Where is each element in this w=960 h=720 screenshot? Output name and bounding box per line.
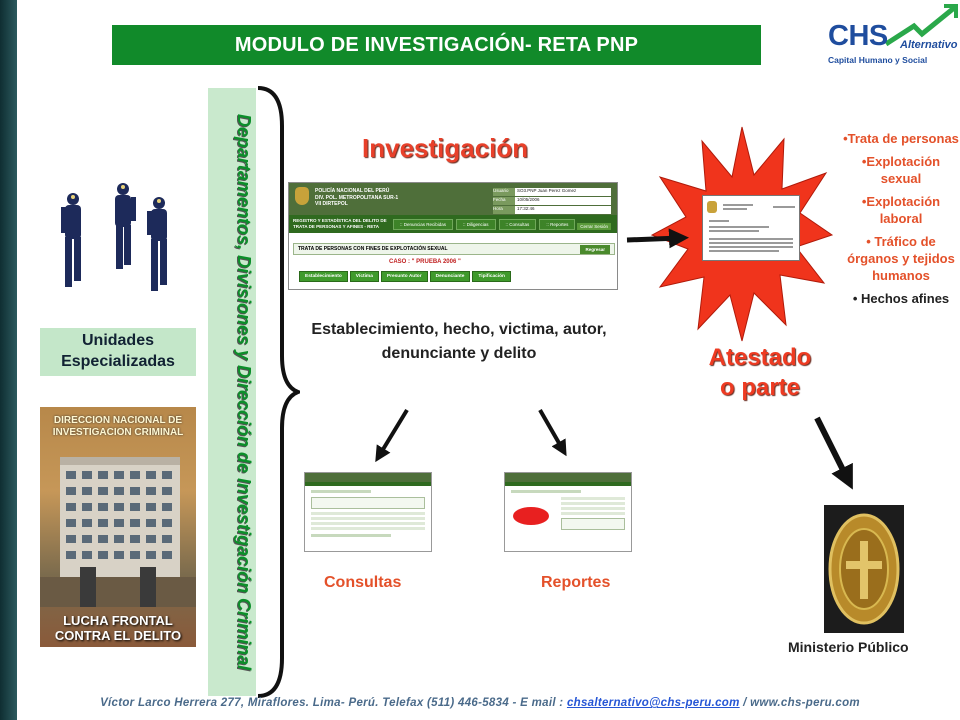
logout-link: Cerrar Sesión (577, 223, 611, 230)
footer-address: Víctor Larco Herrera 277, Miraflores. Li… (100, 697, 567, 709)
arrow-to-reportes-icon (538, 409, 567, 457)
crime-item: •Explotación laboral (861, 194, 941, 226)
reportes-label: Reportes (541, 574, 611, 591)
logo-tag: Alternativo (900, 39, 958, 51)
atestado-line: o parte (719, 374, 800, 401)
screenshot-section-title: TRATA DE PERSONAS CON FINES DE EXPLOTACI… (293, 243, 615, 255)
screenshot-header: POLICÍA NACIONAL DEL PERÚ DIV. POL. METR… (289, 183, 617, 215)
session-label: Usuario (493, 188, 515, 196)
org-line: POLICÍA NACIONAL DEL PERÚ (315, 188, 390, 194)
investigacion-title: Investigación (362, 133, 529, 163)
arrow-to-consultas-icon (375, 408, 409, 463)
case-tabs: Establecimiento Víctima Presunto Autor D… (299, 271, 513, 282)
logo-swoosh-icon (884, 4, 958, 47)
police-officers-illustration (61, 183, 167, 291)
poster-title: DIRECCION NACIONAL DE INVESTIGACION CRIM… (52, 415, 184, 438)
crime-item: •Explotación sexual (861, 154, 941, 186)
footer-contact: Víctor Larco Herrera 277, Miraflores. Li… (0, 697, 960, 709)
screenshot-nav-title: REGISTRO Y ESTADÍSTICA DEL DELITO DE TRA… (293, 218, 387, 229)
section-title-text: TRATA DE PERSONAS CON FINES DE EXPLOTACI… (298, 246, 448, 252)
investigacion-description: Establecimiento, hecho, victima, autor, … (311, 321, 607, 362)
nav-tab: :: Consultas (498, 219, 537, 230)
case-tab: Víctima (349, 271, 379, 282)
logo-name: CHS (828, 20, 888, 52)
crime-item: • Hechos afines (852, 291, 950, 306)
ministerio-publico-label: Ministerio Público (788, 639, 909, 655)
arrow-to-ministerio-icon (814, 416, 853, 490)
dirincri-building-poster: DIRECCION NACIONAL DE INVESTIGACION CRIM… (40, 407, 196, 647)
case-tab: Establecimiento (299, 271, 348, 282)
nav-tab: :: Denuncias Recibidas (393, 219, 454, 230)
case-tab: Presunto Autor (380, 271, 428, 282)
logo-subtitle: Capital Humano y Social (828, 55, 928, 65)
screenshot-org: POLICÍA NACIONAL DEL PERÚ DIV. POL. METR… (315, 188, 398, 208)
reta-system-screenshot: POLICÍA NACIONAL DEL PERÚ DIV. POL. METR… (288, 182, 618, 290)
building-illustration (40, 457, 196, 607)
session-row: Fecha 10/05/2006 (493, 197, 611, 205)
reportes-screenshot (504, 472, 632, 552)
consultas-label: Consultas (324, 574, 402, 591)
document-crest-icon (707, 201, 717, 213)
seal-emblem-icon (828, 513, 900, 625)
footer-email-link[interactable]: chsalternativo@chs-peru.com (566, 697, 740, 709)
screenshot-session-fields: Usuario SO3.PNP Juan Perez Gomez Fecha 1… (493, 188, 611, 215)
left-edge-bar (0, 0, 17, 720)
atestado-document (702, 195, 800, 261)
red-chart-blob (513, 507, 549, 525)
nav-tab: :: Diligencias (456, 219, 496, 230)
org-line: VII DIRTEPOL (315, 201, 348, 207)
session-value: 10/05/2006 (515, 197, 611, 205)
departments-banner (208, 88, 256, 696)
screenshot-nav: REGISTRO Y ESTADÍSTICA DEL DELITO DE TRA… (289, 215, 617, 233)
ministerio-publico-seal (824, 505, 904, 633)
nav-tab: :: Reportes (539, 219, 576, 230)
back-button: Regresar (580, 245, 610, 254)
crime-item: •Trata de personas (843, 131, 959, 146)
right-brace-icon (257, 86, 300, 698)
session-value: 17:32:46 (515, 206, 611, 214)
case-tab: Denunciante (429, 271, 471, 282)
poster-footer: LUCHA FRONTAL CONTRA EL DELITO (54, 613, 182, 643)
consultas-screenshot (304, 472, 432, 552)
session-value: SO3.PNP Juan Perez Gomez (515, 188, 611, 196)
chs-logo: CHS Alternativo Capital Humano y Social (822, 4, 958, 70)
atestado-line: Atestado (708, 344, 812, 371)
footer-website: / www.chs-peru.com (739, 697, 860, 709)
session-label: Fecha (493, 197, 515, 205)
org-line: DIV. POL. METROPOLITANA SUR-1 (315, 194, 399, 201)
case-tab: Tipificación (472, 271, 511, 282)
screenshot-nav-tabs: :: Denuncias Recibidas :: Diligencias ::… (393, 219, 578, 230)
crime-types-list: •Trata de personas •Explotación sexual •… (842, 130, 960, 313)
page-title: MODULO DE INVESTIGACIÓN- RETA PNP (112, 25, 761, 65)
session-label: Hora (493, 206, 515, 214)
session-row: Hora 17:32:46 (493, 206, 611, 214)
crime-item: • Tráfico de órganos y tejidos humanos (847, 234, 955, 283)
pnp-crest-icon (295, 187, 309, 205)
unidades-especializadas-label: Unidades Especializadas (40, 328, 196, 376)
atestado-label: Atestado o parte (690, 343, 830, 403)
case-label: CASO : " PRUEBA 2006 " (389, 259, 461, 265)
session-row: Usuario SO3.PNP Juan Perez Gomez (493, 188, 611, 196)
arrow-to-atestado-icon (626, 228, 689, 249)
